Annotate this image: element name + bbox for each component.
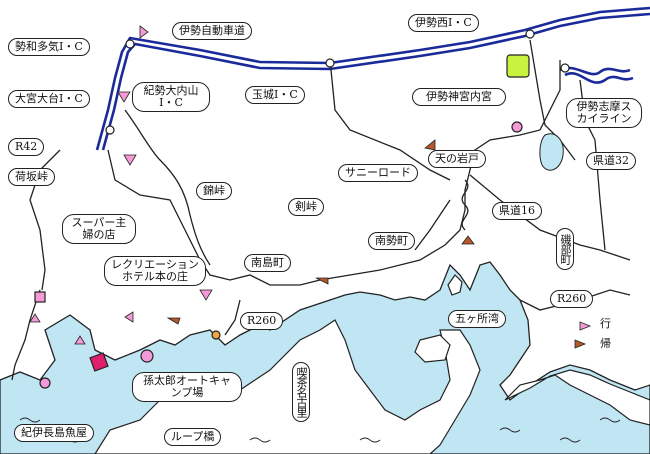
tamaki-ic-label: 玉城I・C — [245, 86, 305, 104]
legend-return-label: 帰 — [600, 337, 611, 350]
prefroad-32-label: 県道32 — [586, 152, 636, 170]
ise-jingu-naiku-label: 伊勢神宮内宮 — [412, 88, 506, 106]
outbound-arrows — [29, 25, 592, 345]
poi-markers — [34, 121, 523, 389]
r42-label: R42 — [8, 138, 45, 156]
magotaro-auto-camp-label: 孫太郎オートキャンプ場 — [132, 372, 242, 402]
recreation-hotel-label: レクリエーションホテル本の庄 — [104, 256, 206, 286]
ise-shima-skyline-label: 伊勢志摩スカイライン — [566, 98, 642, 128]
ise-jingu-marker — [506, 54, 530, 78]
legend-go-label: 行 — [600, 317, 611, 330]
sunny-road-label: サニーロード — [338, 164, 418, 182]
lake — [539, 133, 564, 171]
ise-expressway-label: 伊勢自動車道 — [172, 22, 252, 40]
kii-nagashima-fish-label: 紀伊長島魚屋 — [14, 424, 94, 442]
seiwa-taki-ic-label: 勢和多気I・C — [8, 38, 90, 56]
loop-bridge-label: ループ橋 — [164, 428, 222, 446]
r260-west-label: R260 — [240, 312, 284, 330]
return-arrows — [166, 139, 587, 349]
kogakyo-label: 荷坂峠 — [8, 168, 55, 186]
interchange-markers — [105, 29, 570, 135]
supermarket-label: スーパー主婦の店 — [62, 214, 136, 244]
kisei-ouchiyama-ic-label: 紀勢大内山I・C — [132, 82, 210, 112]
kissa-nagomi-label: 喫茶名古里 — [292, 362, 310, 422]
omiya-odai-ic-label: 大宮大台I・C — [8, 90, 90, 108]
ise-nishi-ic-label: 伊勢西I・C — [408, 14, 479, 32]
prefroad-16-label: 県道16 — [492, 202, 542, 220]
ama-no-iwato-label: 天の岩戸 — [428, 150, 486, 168]
tsurugi-toge-label: 剣峠 — [288, 198, 324, 216]
expressway — [95, 6, 650, 151]
r260-east-label: R260 — [550, 290, 594, 308]
nansei-cho-label: 南勢町 — [368, 232, 415, 250]
peninsulas — [94, 274, 650, 454]
nanto-cho-label: 南島町 — [244, 254, 291, 272]
gokasho-wan-label: 五ヶ所湾 — [448, 310, 506, 328]
nishiki-toge-label: 錦峠 — [196, 182, 232, 200]
isobe-cho-label: 磯部町 — [556, 228, 574, 270]
